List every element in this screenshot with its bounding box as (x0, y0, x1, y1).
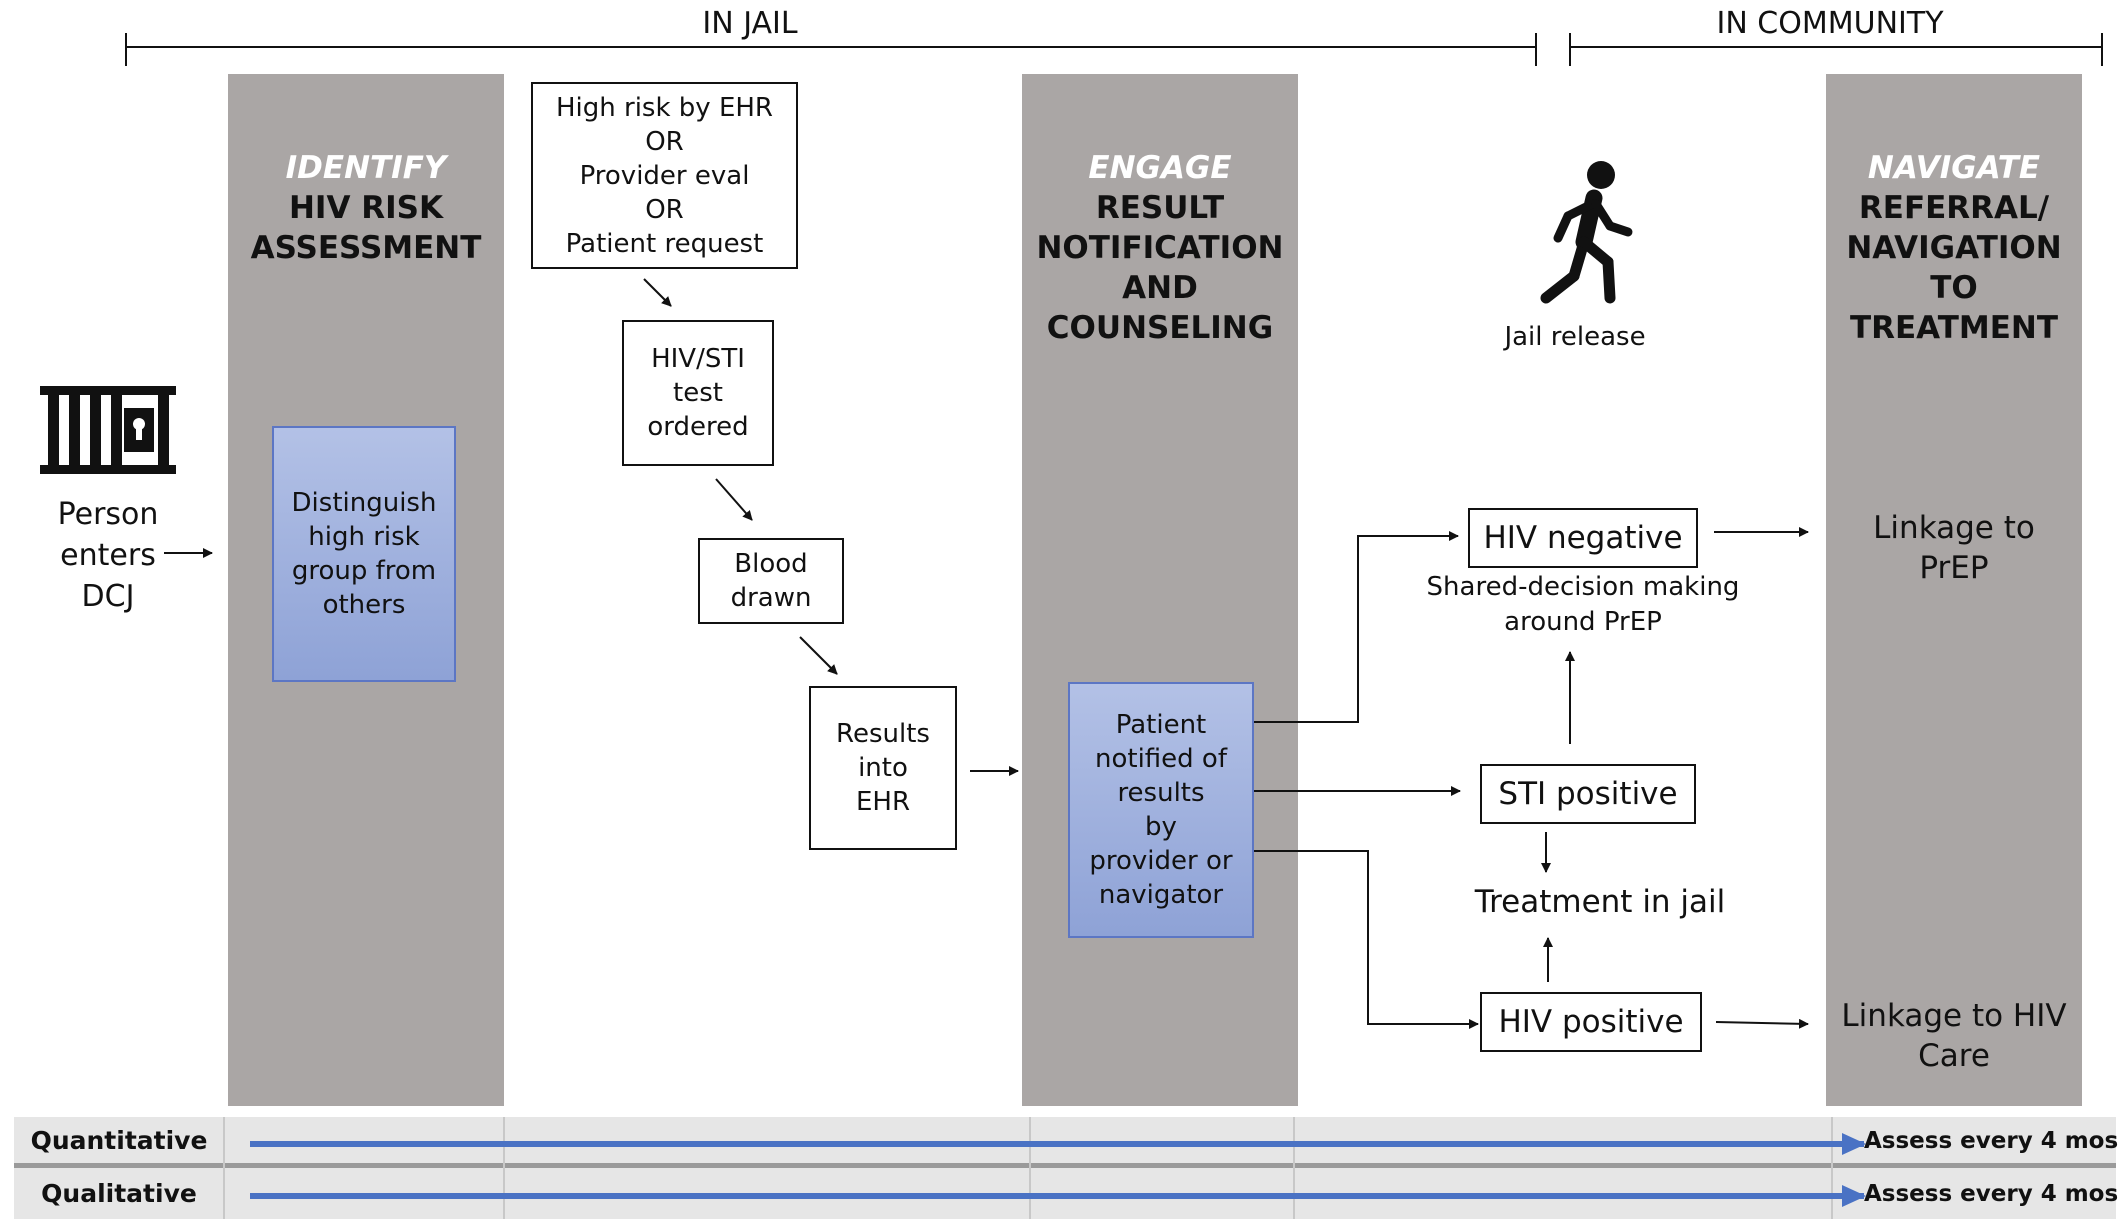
quantitative-frequency: Assess every 4 mos (1864, 1128, 2118, 1154)
distinguish-box: Distinguish high risk group from others (272, 426, 456, 682)
navigate-title: REFERRAL/ NAVIGATION TO TREATMENT (1846, 190, 2062, 346)
quantitative-band (14, 1117, 2116, 1163)
arrow-to-hiv-negative (1254, 531, 1459, 723)
in-jail-label: IN JAIL (702, 6, 798, 41)
arrow-to-test-ordered (643, 278, 672, 307)
patient-notified-box: Patient notified of results by provider … (1068, 682, 1254, 938)
hiv-negative-box: HIV negative (1468, 508, 1698, 568)
blood-drawn-box: Blood drawn (698, 538, 844, 624)
navigate-step-label: NAVIGATE (1867, 150, 2041, 186)
jail-cell-icon (40, 386, 176, 474)
shared-decision-label: Shared-decision making around PrEP (1426, 572, 1740, 637)
arrow-to-linkage-hiv-care (1715, 1018, 1809, 1029)
band-divider (14, 1163, 2116, 1168)
high-risk-criteria-box: High risk by EHR OR Provider eval OR Pat… (531, 82, 798, 269)
navigate-column: NAVIGATE REFERRAL/ NAVIGATION TO TREATME… (1826, 74, 2082, 1106)
identify-step-label: IDENTIFY (285, 150, 447, 186)
hiv-positive-box: HIV positive (1480, 992, 1702, 1052)
quantitative-label: Quantitative (30, 1125, 208, 1155)
linkage-hiv-care-label: Linkage to HIV Care (1841, 998, 2067, 1074)
qualitative-label: Qualitative (41, 1179, 197, 1208)
engage-step-label: ENGAGE (1088, 150, 1232, 186)
qualitative-frequency: Assess every 4 mos (1864, 1181, 2118, 1207)
treatment-in-jail-label: Treatment in jail (1474, 884, 1726, 920)
arrow-to-blood-drawn (715, 478, 753, 521)
in-community-label: IN COMMUNITY (1716, 6, 1944, 41)
linkage-prep-label: Linkage to PrEP (1873, 510, 2035, 586)
sti-positive-box: STI positive (1480, 764, 1696, 824)
arrow-to-results (799, 636, 838, 675)
engage-title: RESULT NOTIFICATION AND COUNSELING (1036, 190, 1284, 346)
test-ordered-box: HIV/STI test ordered (622, 320, 774, 466)
entry-label: Person enters DCJ (57, 497, 159, 614)
jail-release-label: Jail release (1504, 322, 1646, 352)
walking-person-icon (1530, 158, 1640, 306)
results-ehr-box: Results into EHR (809, 686, 957, 850)
identify-title: HIV RISK ASSESSMENT (250, 190, 482, 266)
arrow-to-hiv-positive (1254, 850, 1479, 1029)
